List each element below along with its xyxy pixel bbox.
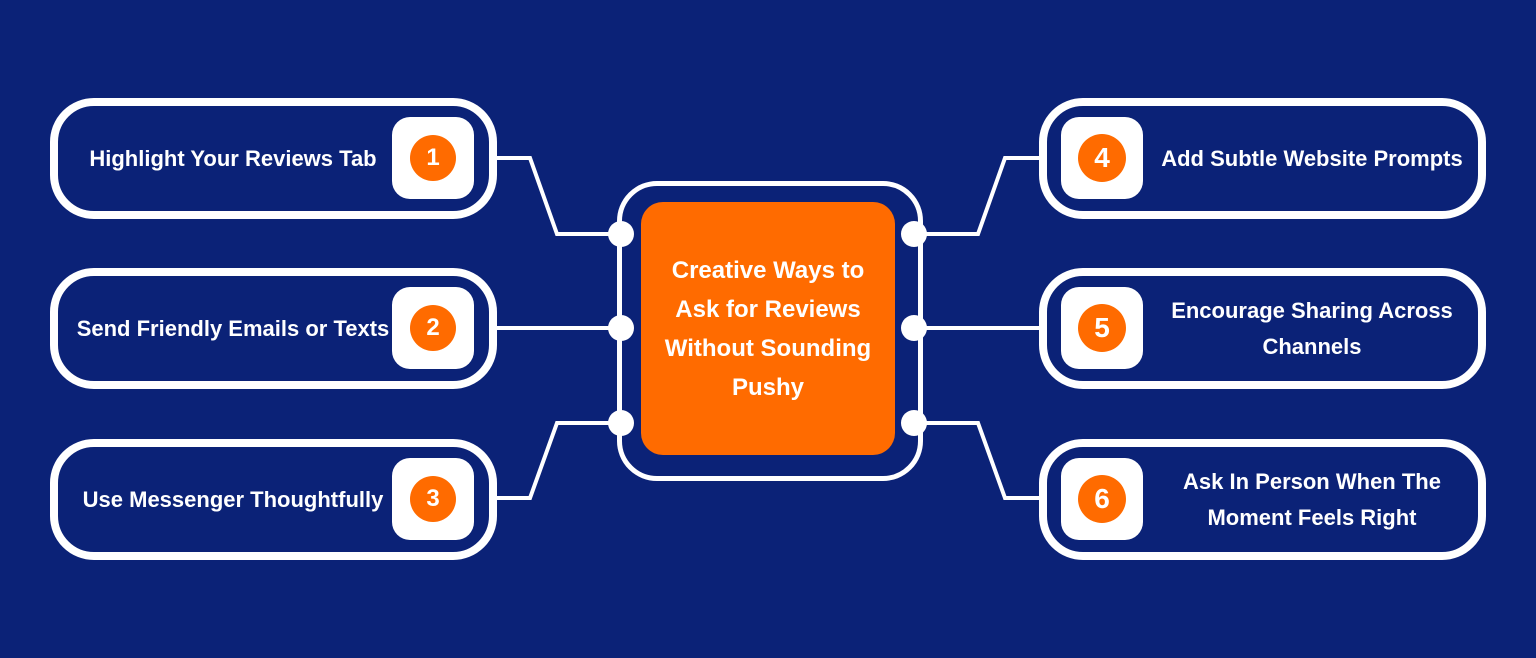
number-badge: 5 xyxy=(1061,287,1143,369)
item-number: 1 xyxy=(410,135,456,181)
item-number: 4 xyxy=(1078,134,1126,182)
number-badge: 3 xyxy=(392,458,474,540)
item-card-6: 6 Ask In Person When The Moment Feels Ri… xyxy=(1039,439,1486,560)
item-label: Highlight Your Reviews Tab xyxy=(89,145,377,171)
item-label: Ask In Person When The Moment Feels Righ… xyxy=(1183,468,1441,530)
item-number: 5 xyxy=(1078,304,1126,352)
item-label: Send Friendly Emails or Texts xyxy=(76,315,390,341)
connector-dot xyxy=(901,315,927,341)
item-card-2: Send Friendly Emails or Texts 2 xyxy=(50,268,497,389)
connector-dot xyxy=(901,221,927,247)
item-number: 2 xyxy=(410,305,456,351)
connector-dot xyxy=(901,410,927,436)
item-card-1: Highlight Your Reviews Tab 1 xyxy=(50,98,497,219)
connector-dot xyxy=(608,410,634,436)
connector-6 xyxy=(926,421,1039,500)
connector-3 xyxy=(497,421,610,500)
center-title: Creative Ways to Ask for Reviews Without… xyxy=(641,202,895,455)
item-card-3: Use Messenger Thoughtfully 3 xyxy=(50,439,497,560)
item-card-4: 4 Add Subtle Website Prompts xyxy=(1039,98,1486,219)
number-badge: 6 xyxy=(1061,458,1143,540)
item-number: 3 xyxy=(410,476,456,522)
connector-dot xyxy=(608,221,634,247)
number-badge: 4 xyxy=(1061,117,1143,199)
number-badge: 1 xyxy=(392,117,474,199)
number-badge: 2 xyxy=(392,287,474,369)
connector-dot xyxy=(608,315,634,341)
connector-4 xyxy=(926,156,1039,236)
item-label: Add Subtle Website Prompts xyxy=(1161,145,1463,171)
item-card-5: 5 Encourage Sharing Across Channels xyxy=(1039,268,1486,389)
item-label: Use Messenger Thoughtfully xyxy=(82,486,384,512)
item-label: Encourage Sharing Across Channels xyxy=(1171,297,1453,359)
item-number: 6 xyxy=(1078,475,1126,523)
connector-1 xyxy=(497,156,610,236)
